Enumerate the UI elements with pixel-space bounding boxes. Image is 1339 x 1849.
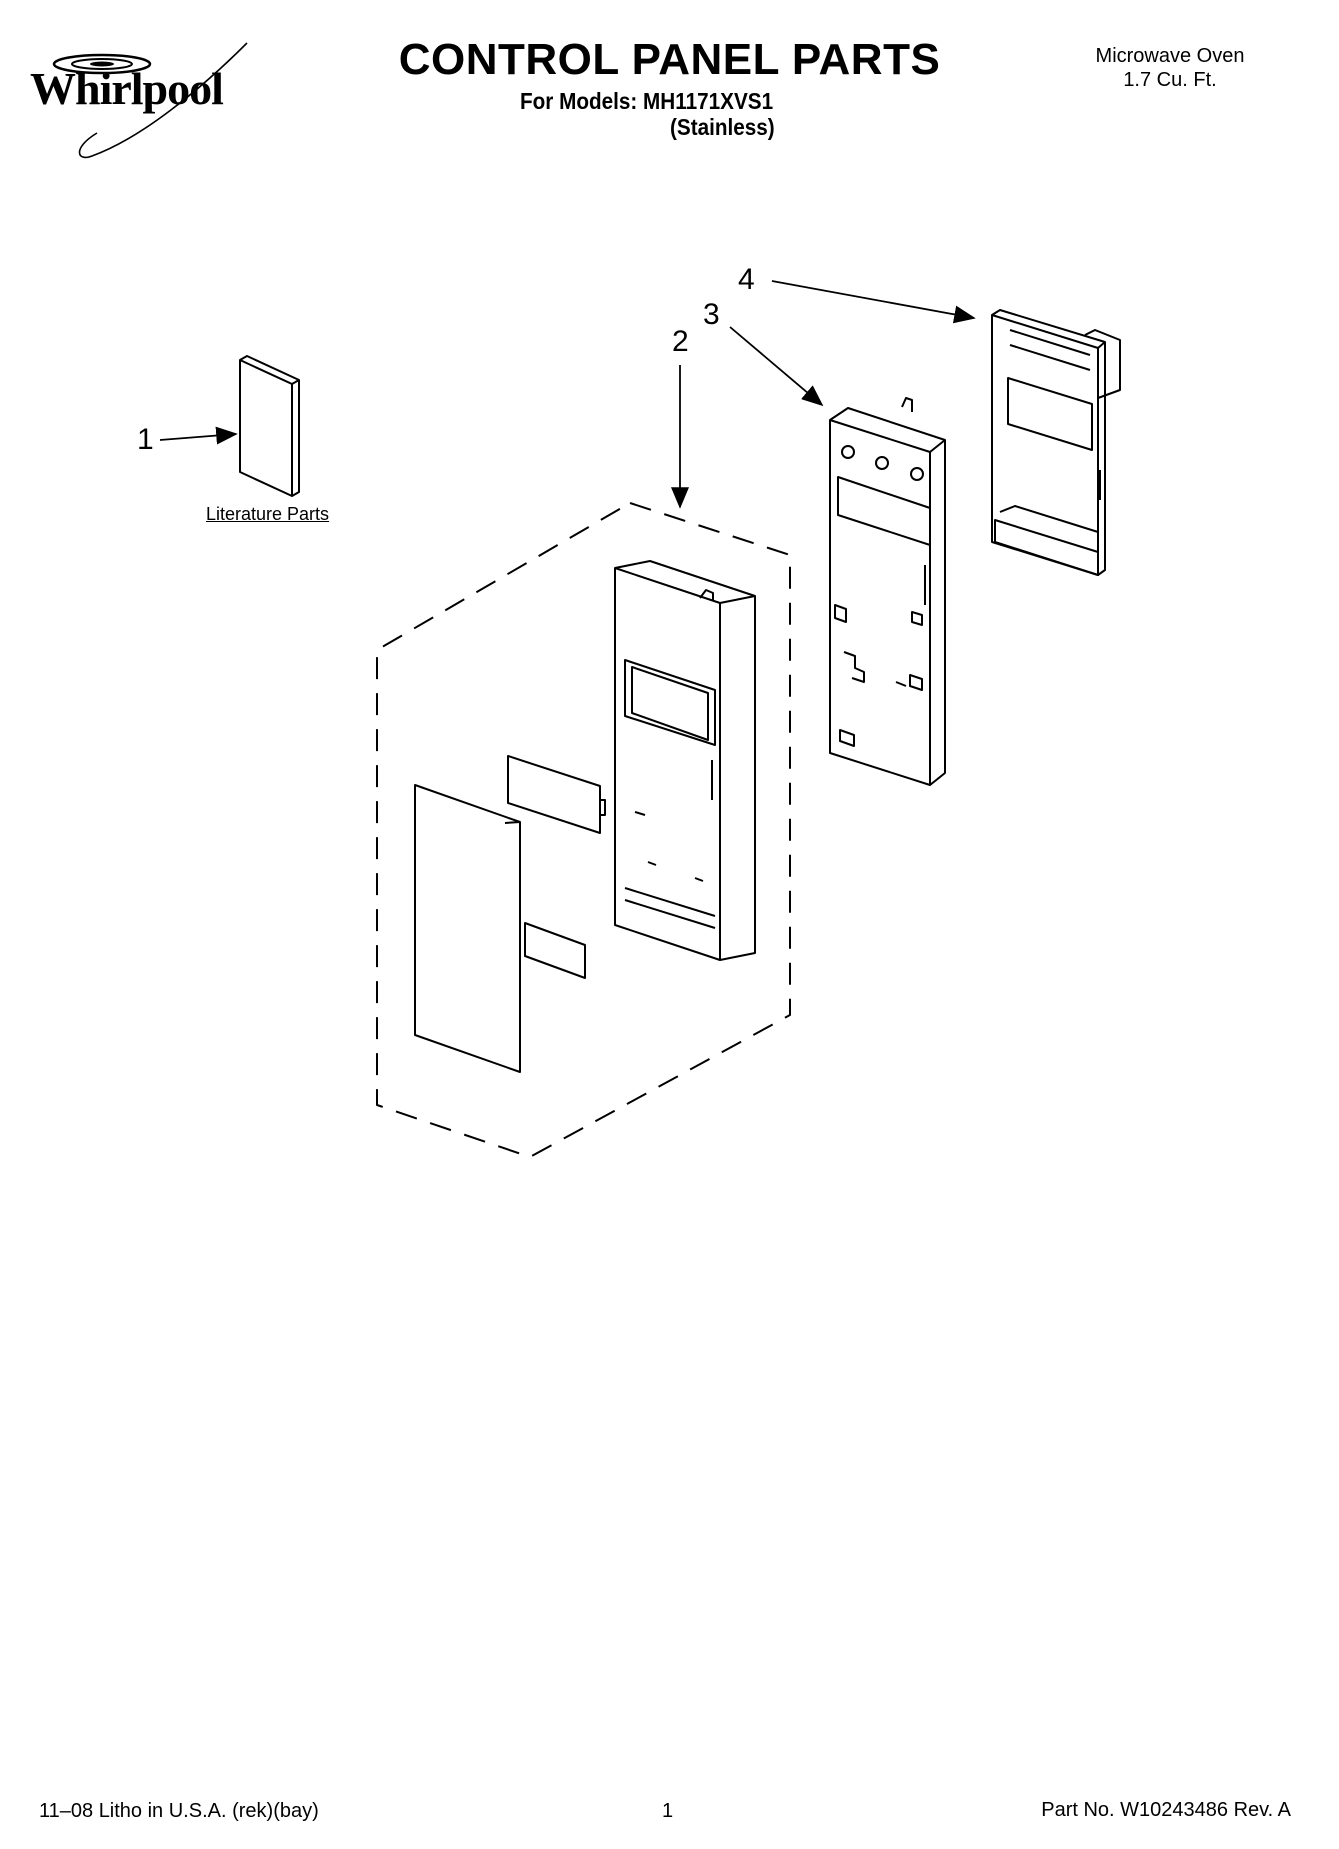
callout-2: 2 bbox=[672, 325, 689, 358]
literature-booklet bbox=[239, 355, 300, 497]
callout-1-leader bbox=[159, 426, 238, 445]
callout-4-leader bbox=[771, 280, 976, 324]
callout-1: 1 bbox=[137, 423, 154, 456]
callout-3: 3 bbox=[703, 298, 720, 331]
product-type: Microwave Oven bbox=[1095, 45, 1245, 67]
product-capacity: 1.7 Cu. Ft. bbox=[1123, 69, 1217, 91]
model-variant: (Stainless) bbox=[670, 114, 775, 140]
keypad-overlay bbox=[414, 784, 521, 1073]
product-info: Microwave Oven 1.7 Cu. Ft. bbox=[1050, 44, 1290, 92]
whirlpool-logo bbox=[52, 42, 248, 159]
small-plate bbox=[524, 922, 586, 979]
callout-3-leader bbox=[729, 326, 824, 407]
electronic-control-board bbox=[991, 309, 1121, 576]
page-number: 1 bbox=[662, 1800, 674, 1822]
part-number: Part No. W10243486 Rev. A bbox=[1041, 1799, 1291, 1821]
models-line: For Models: MH1171XVS1 bbox=[520, 88, 774, 114]
control-panel-frame bbox=[614, 560, 756, 961]
display-window bbox=[507, 755, 606, 834]
page-title: CONTROL PANEL PARTS bbox=[398, 35, 941, 84]
callout-4: 4 bbox=[738, 263, 755, 296]
footer-print-info: 11–08 Litho in U.S.A. (rek)(bay) bbox=[39, 1800, 319, 1822]
literature-parts-label: Literature Parts bbox=[206, 504, 330, 524]
control-panel-housing bbox=[829, 397, 946, 786]
brand-wordmark: Whirlpool bbox=[30, 63, 224, 114]
